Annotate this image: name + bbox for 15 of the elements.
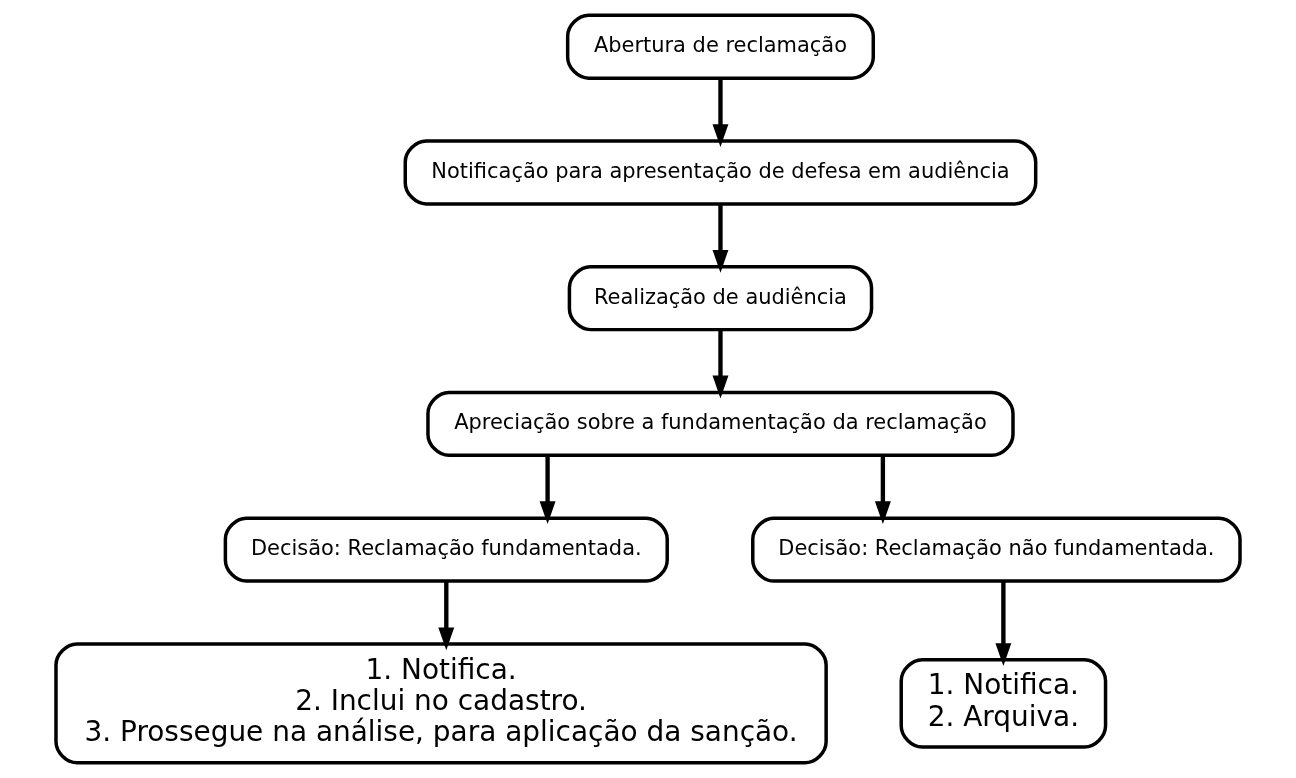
node-box: 1. Notifica. 2. Inclui no cadastro. 3. Prossegue na análise, para aplicação da sanção. [54, 642, 828, 765]
arrow [874, 455, 891, 525]
node-box: Realização de audiência [567, 265, 874, 332]
arrow [995, 581, 1012, 666]
node-box: Decisão: Reclamação não fundamentada. [751, 516, 1242, 583]
node-box: Decisão: Reclamação fundamentada. [223, 516, 669, 583]
arrow [438, 581, 455, 651]
arrow [712, 204, 729, 273]
node-box: Abertura de reclamação [565, 13, 876, 80]
node-box: Notificação para apresentação de defesa em audiência [403, 139, 1038, 206]
arrow [712, 78, 729, 147]
node-box: Apreciação sobre a fundamentação da reclamação [426, 390, 1015, 458]
node-box: 1. Notifica. 2. Arquiva. [899, 657, 1108, 749]
arrow [539, 455, 556, 525]
arrow [712, 329, 729, 399]
